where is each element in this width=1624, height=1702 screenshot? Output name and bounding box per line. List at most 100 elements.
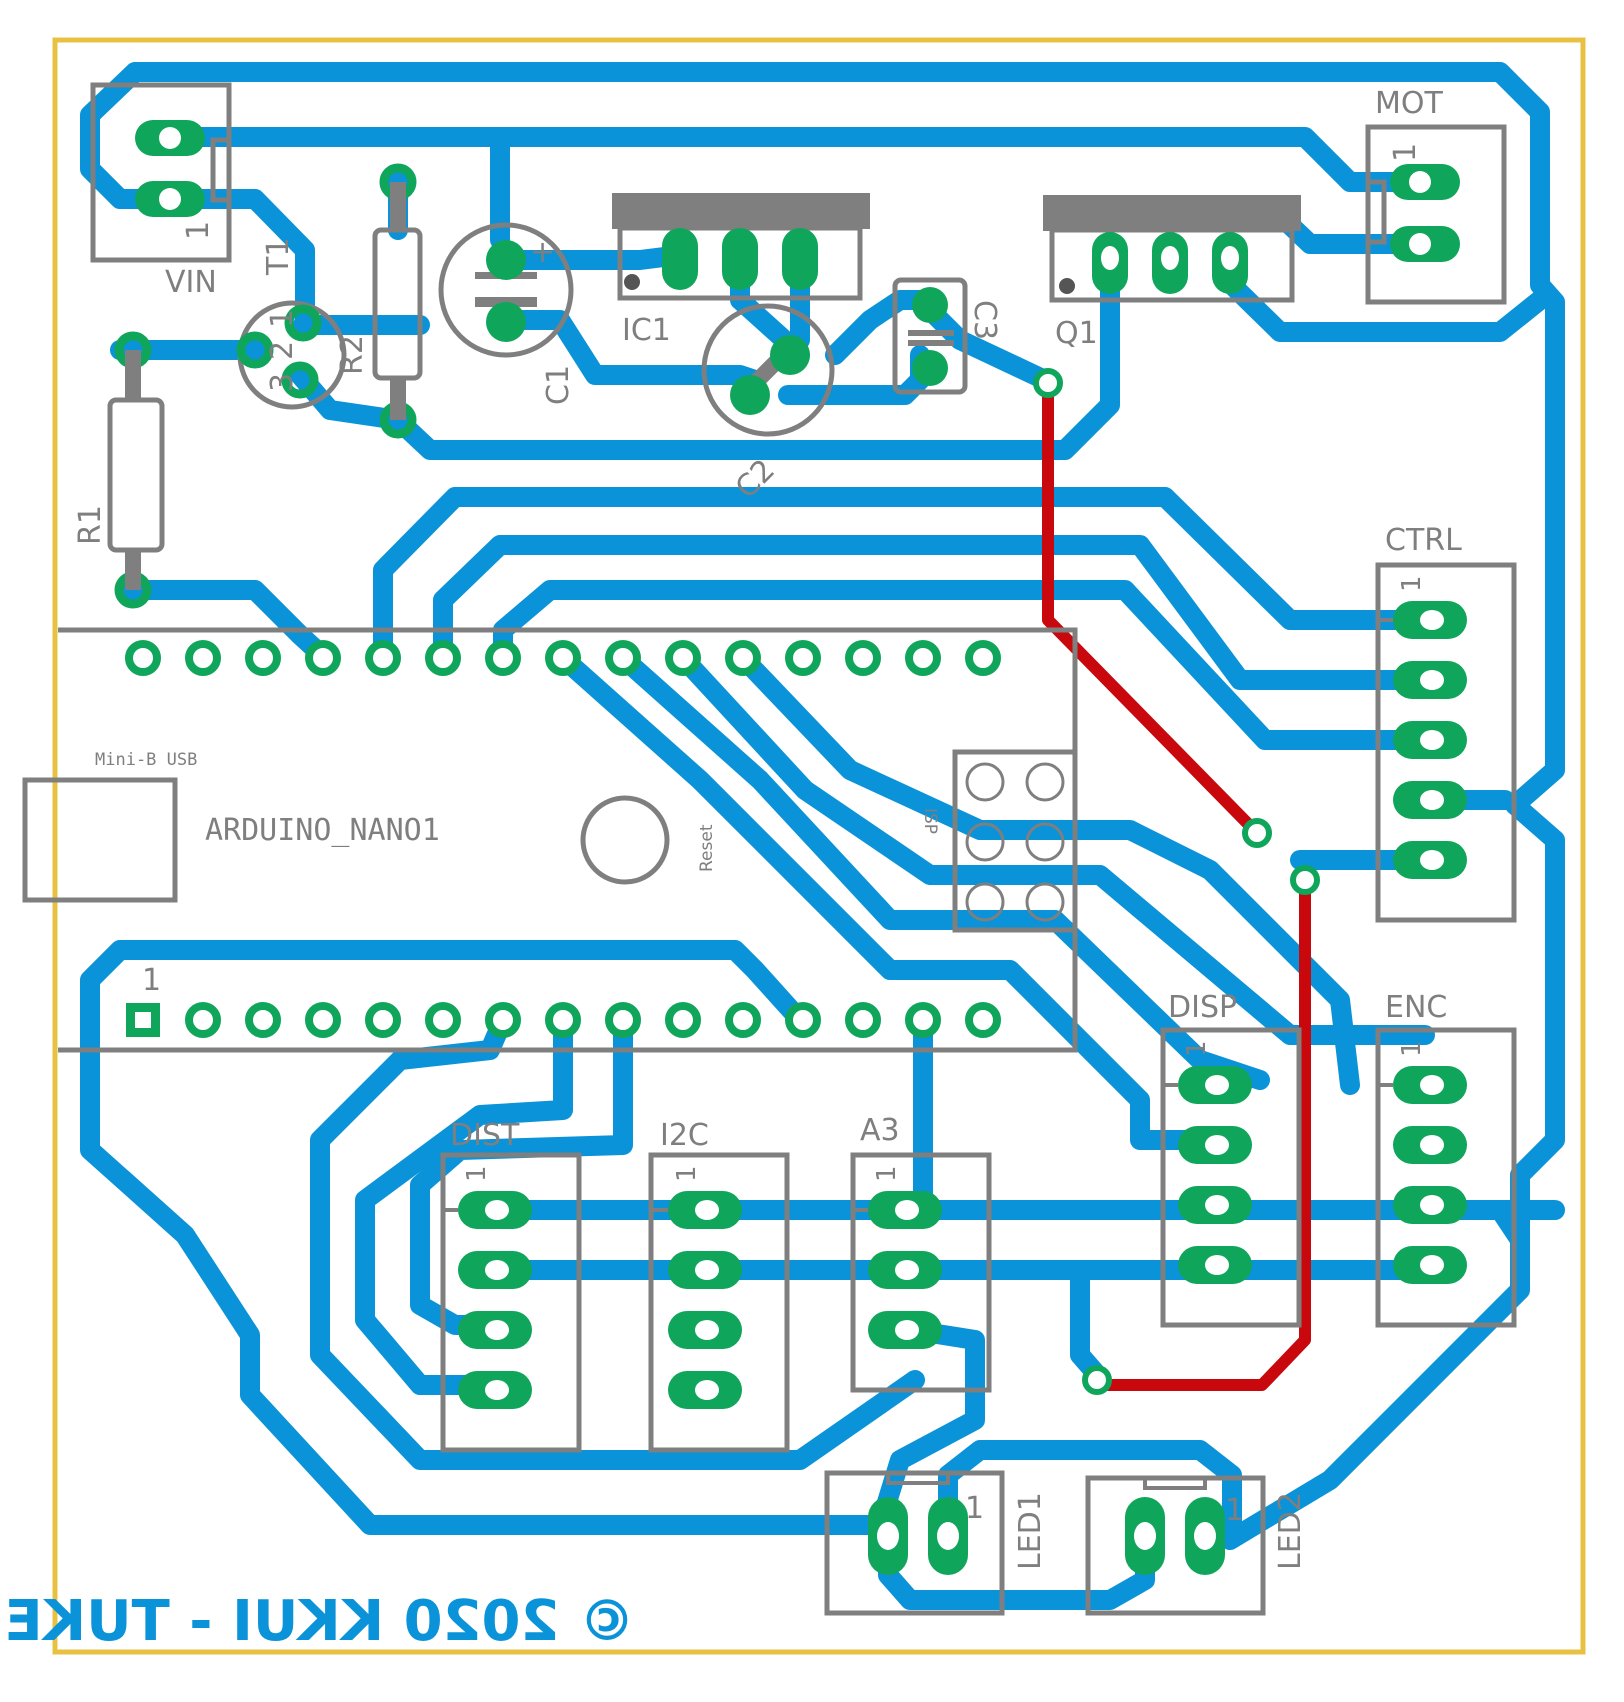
copyright-text: © 2020 KKUI - TUKE (4, 1589, 635, 1654)
label-t1: T1 (261, 238, 296, 276)
i2c-pad-hole (695, 1320, 719, 1340)
dist-pad-hole (485, 1200, 509, 1220)
arduino-pin-pad (425, 640, 461, 676)
label-t1-pin1: 1 (265, 309, 300, 328)
r2-body (372, 227, 423, 381)
isp-header-outline (952, 749, 1078, 933)
arduino-pin-pad (365, 1002, 401, 1038)
label-vin: VIN (165, 265, 217, 300)
a3-pad-hole (895, 1260, 919, 1280)
c3-plate-b (908, 340, 954, 346)
label-led2-pin1: 1 (1225, 1493, 1244, 1528)
arduino-pin-pad (845, 640, 881, 676)
arduino-pin-pad (425, 1002, 461, 1038)
via-2 (1242, 818, 1272, 848)
reset-button-outline (580, 795, 670, 885)
arduino-pin-pad (545, 640, 581, 676)
disp-pad-hole (1205, 1075, 1229, 1095)
arduino-pin-pad (785, 640, 821, 676)
ic1-pad-2 (722, 228, 758, 290)
dist-pin1-label: 1 (462, 1165, 492, 1182)
q1-heatsink (1043, 195, 1301, 231)
c2-pad-1 (770, 335, 810, 375)
q1-pad-1-hole (1101, 246, 1119, 270)
c1-pad-minus (486, 302, 526, 342)
arduino-pin1-hole (135, 1012, 151, 1028)
c3-pad-2 (912, 350, 948, 386)
arduino-pin-pad (365, 640, 401, 676)
label-c1-plus: + (530, 235, 555, 270)
label-led1-pin1: 1 (965, 1491, 984, 1526)
enc-connector-outline (1375, 1027, 1517, 1328)
arduino-pin-pad (305, 1002, 341, 1038)
r1-lead-bottom (125, 550, 141, 590)
a3-pad-hole (895, 1320, 919, 1340)
c3-pad-1 (912, 287, 948, 323)
arduino-top-header (125, 640, 1001, 676)
disp-pad-hole (1205, 1195, 1229, 1215)
arduino-pin-pad (725, 1002, 761, 1038)
ctrl-pad-hole (1420, 850, 1444, 870)
label-led2: LED2 (1273, 1492, 1308, 1570)
ctrl-pad-hole (1420, 670, 1444, 690)
disp-pad-hole (1205, 1135, 1229, 1155)
ic1-heatsink (612, 193, 870, 229)
disp-connector-outline (1160, 1027, 1302, 1328)
arduino-pin-pad (185, 640, 221, 676)
label-t1-pin2: 2 (265, 341, 300, 360)
q1-pin1-dot (1059, 278, 1075, 294)
mot-connector-key (1365, 179, 1387, 245)
r1-lead-top (125, 350, 141, 400)
label-a3: A3 (860, 1113, 900, 1148)
r2-lead-top (390, 182, 406, 232)
arduino-pin-pad (485, 1002, 521, 1038)
via-4 (1082, 1365, 1112, 1395)
led2-flat-mark (1143, 1476, 1207, 1490)
c3-outline (892, 277, 968, 395)
arduino-pin-pad (965, 640, 1001, 676)
q1-pad-3-hole (1221, 246, 1239, 270)
via-1 (1033, 368, 1063, 398)
a3-pin1-label: 1 (872, 1165, 902, 1182)
led1-flat-mark (886, 1471, 950, 1485)
label-r2: R2 (335, 335, 370, 375)
ctrl-connector-outline (1375, 562, 1517, 923)
enc-pad-hole (1420, 1075, 1444, 1095)
i2c-pin1-label: 1 (672, 1165, 702, 1182)
isp-pin (965, 762, 1005, 802)
arduino-pin-pad (785, 1002, 821, 1038)
a3-connector-outline (850, 1152, 992, 1393)
a3-pad-hole (895, 1200, 919, 1220)
pads (114, 120, 1460, 1395)
label-mini-usb: Mini-B USB (95, 750, 197, 770)
label-i2c: I2C (660, 1118, 709, 1153)
arduino-pin-pad (125, 640, 161, 676)
label-enc: ENC (1385, 990, 1447, 1025)
enc-pin1-label: 1 (1397, 1040, 1427, 1057)
arduino-pin-pad (545, 1002, 581, 1038)
label-r1: R1 (73, 505, 108, 545)
c2-pad-2 (730, 375, 770, 415)
label-ctrl: CTRL (1385, 523, 1462, 558)
label-vin-pin1: 1 (181, 221, 216, 240)
i2c-pad-hole (695, 1200, 719, 1220)
label-ic1: IC1 (622, 313, 671, 348)
vin-pad-1-hole (159, 127, 181, 149)
ic1-pad-1 (662, 228, 698, 290)
dist-pad-hole (485, 1320, 509, 1340)
arduino-pin-pad (845, 1002, 881, 1038)
label-dist: DIST (450, 1118, 520, 1153)
isp-pin (1025, 822, 1065, 862)
arduino-pin-pad (605, 640, 641, 676)
dist-pad-hole (485, 1260, 509, 1280)
label-mot: MOT (1375, 86, 1443, 121)
led2-pad-k-hole (1194, 1522, 1216, 1550)
label-arduino-nano: ARDUINO_NANO1 (205, 813, 440, 848)
label-c1: C1 (541, 365, 576, 405)
arduino-pin-pad (905, 640, 941, 676)
t1-pad-2 (236, 331, 274, 369)
arduino-pin-pad (665, 1002, 701, 1038)
t1-pad-1 (284, 304, 322, 342)
isp-pin (965, 882, 1005, 922)
isp-pin (1025, 882, 1065, 922)
